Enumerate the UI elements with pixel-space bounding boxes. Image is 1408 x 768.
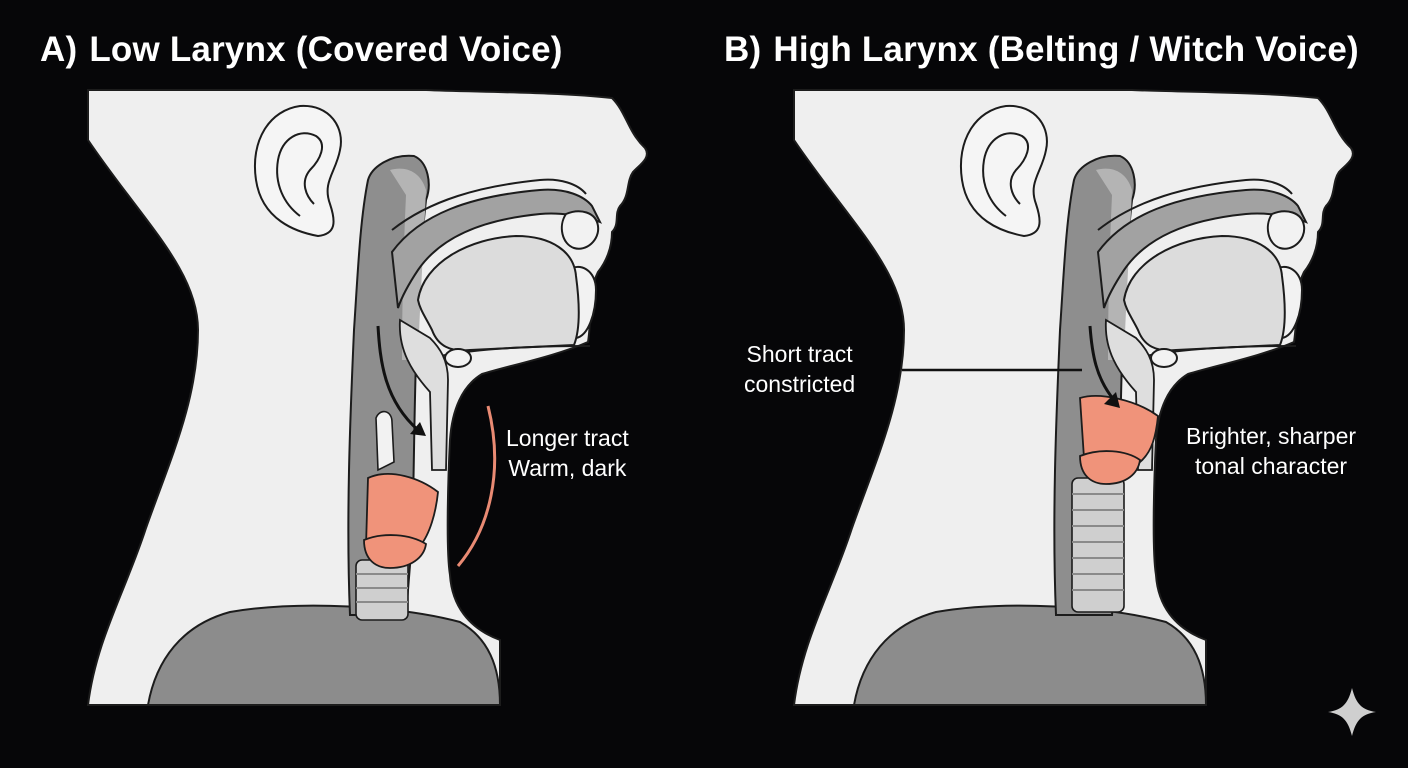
callout-line: constricted [744, 371, 856, 397]
tract-length-arc [456, 405, 497, 567]
panel-b-letter: B) [724, 30, 762, 69]
brighter-tone-callout: Brighter, sharper tonal character [1186, 421, 1356, 481]
trachea-a [355, 559, 409, 621]
arrow-head-b [1104, 392, 1120, 408]
airflow-arrow-b [1088, 325, 1116, 401]
callout-line: Warm, dark [508, 455, 627, 481]
panel-b-title: B) High Larynx (Belting / Witch Voice) [724, 30, 1359, 70]
callout-line: tonal character [1194, 453, 1348, 479]
callout-line: Longer tract [506, 425, 629, 451]
airflow-arrow-a [376, 325, 419, 432]
panel-a-title: A) Low Larynx (Covered Voice) [40, 30, 563, 70]
panel-a-title-text: Low Larynx (Covered Voice) [89, 30, 563, 69]
sparkle-icon [1328, 688, 1376, 736]
panel-b-title-text: High Larynx (Belting / Witch Voice) [773, 30, 1359, 69]
arrow-head-a [410, 422, 426, 436]
panel-b-illustration [793, 89, 1354, 706]
short-tract-callout: Short tract constricted [744, 339, 855, 399]
panel-a-illustration [87, 89, 648, 706]
trachea-b [1071, 477, 1125, 613]
panel-a-letter: A) [40, 30, 78, 69]
callout-line: Short tract [746, 341, 853, 367]
larynx-a [363, 410, 439, 569]
longer-tract-callout: Longer tract Warm, dark [506, 423, 629, 483]
callout-line: Brighter, sharper [1186, 423, 1357, 449]
